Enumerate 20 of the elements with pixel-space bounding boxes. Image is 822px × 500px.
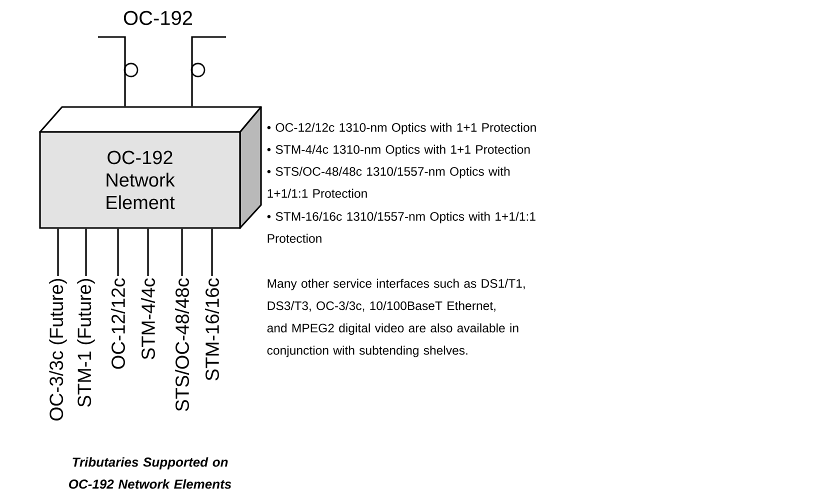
- tributary-label: STM-4/4c: [141, 278, 155, 360]
- tributary-label: OC-12/12c: [111, 278, 125, 369]
- tributary-line: [85, 228, 87, 276]
- network-element-box: OC-192 Network Element: [39, 106, 262, 229]
- interface-item: • STM-4/4c 1310-nm Optics with 1+1 Protection: [267, 144, 530, 156]
- tributary-label: STS/OC-48/48c: [175, 278, 189, 412]
- caption: Tributaries Supported on OC-192 Network Elements: [69, 457, 232, 489]
- interface-item: • STM-16/16c 1310/1557-nm Optics with 1+1/1:1 Protection: [267, 212, 536, 243]
- tributary-line: [147, 228, 149, 276]
- tributary-label: STM-16/16c: [205, 278, 219, 380]
- tributary-label: OC-3/3c (Future): [49, 279, 67, 420]
- note-text: Many other service interfaces such as DS1/T1, DS3/T3, OC-3/3c, 10/100BaseT Ethernet, and MPEG2 digital video are also available in conjunction with subtending shelves.: [267, 278, 525, 358]
- interface-item: • OC-12/12c 1310-nm Optics with 1+1 Protection: [267, 122, 536, 134]
- tributary-line: [211, 228, 213, 276]
- tributary-line: [117, 228, 119, 276]
- interface-item: • STS/OC-48/48c 1310/1557-nm Optics with 1+1/1:1 Protection: [267, 166, 510, 198]
- tributary-line: [57, 228, 59, 276]
- tributary-label: STM-1 (Future): [77, 279, 95, 407]
- tributary-line: [181, 228, 183, 276]
- port-label: OC-192: [124, 10, 192, 26]
